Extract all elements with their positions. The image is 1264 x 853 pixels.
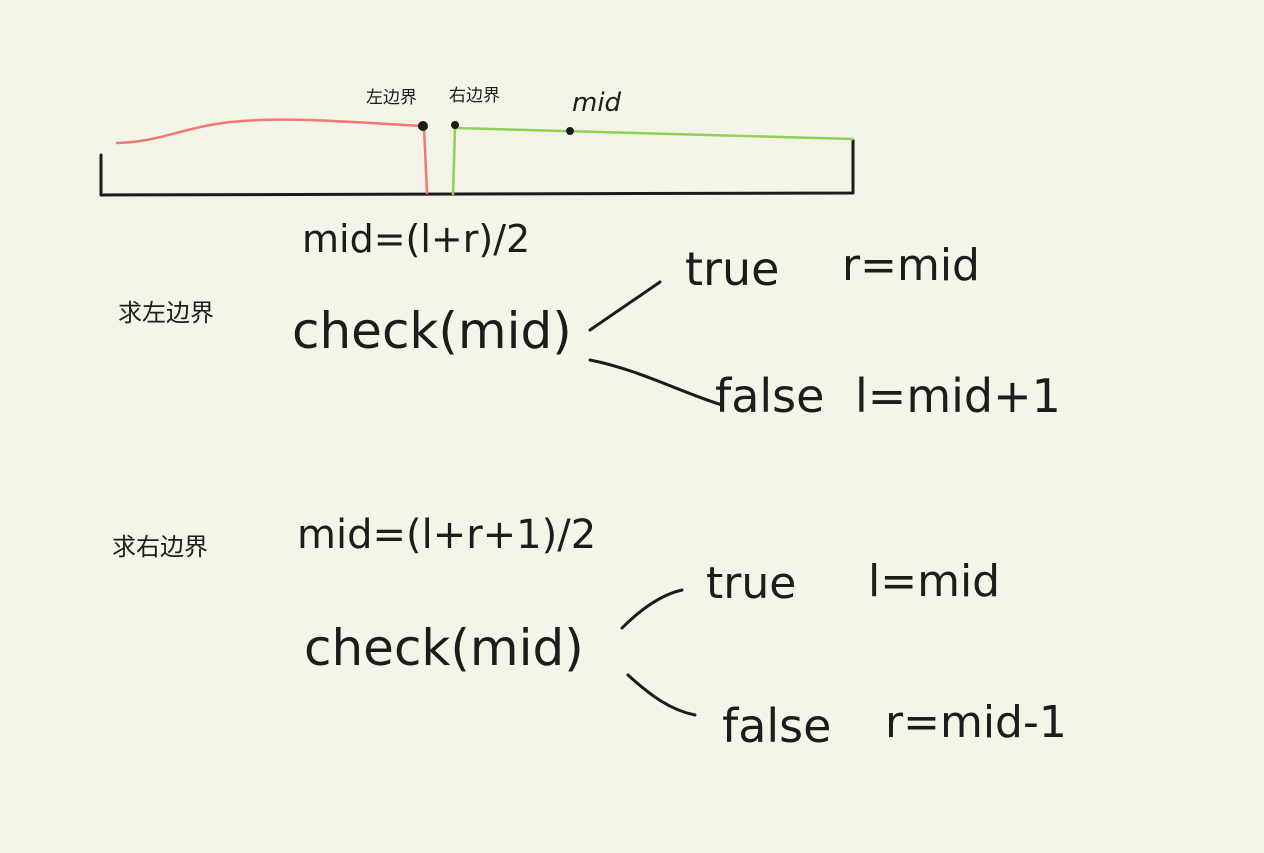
- left-case-mid-formula: mid=(l+r)/2: [302, 217, 530, 261]
- right-case-title: 求右边界: [112, 533, 208, 561]
- left-boundary-point: [418, 121, 428, 131]
- left-region: [115, 118, 429, 195]
- left-false-action: l=mid+1: [855, 369, 1061, 423]
- left-case: mid=(l+r)/2 求左边界 check(mid) true r=mid f…: [118, 217, 1061, 423]
- right-true-branch-line: [620, 588, 684, 630]
- right-false-condition: false: [722, 699, 831, 753]
- right-boundary-label: 右边界: [449, 86, 500, 106]
- mid-point: [566, 127, 574, 135]
- left-region-top-line: [115, 118, 426, 145]
- right-boundary-line: [451, 126, 457, 196]
- left-true-branch-line: [588, 280, 662, 332]
- right-boundary-point: [451, 121, 459, 129]
- right-case-mid-formula: mid=(l+r+1)/2: [297, 512, 596, 558]
- left-true-condition: true: [685, 242, 779, 296]
- mid-label: mid: [572, 88, 622, 118]
- left-case-title: 求左边界: [118, 299, 214, 327]
- right-region-top-line: [453, 126, 855, 141]
- array-bar-outline: [99, 138, 855, 197]
- array-bar: [99, 138, 855, 197]
- left-case-check: check(mid): [292, 302, 572, 360]
- right-true-action: l=mid: [868, 556, 1000, 607]
- left-boundary-line: [422, 126, 429, 195]
- right-false-branch-line: [626, 673, 697, 717]
- left-true-action: r=mid: [842, 240, 980, 291]
- left-boundary-label: 左边界: [366, 88, 417, 108]
- left-false-condition: false: [715, 369, 824, 423]
- left-false-branch-line: [588, 358, 724, 407]
- right-case: 求右边界 mid=(l+r+1)/2 check(mid) true l=mid…: [112, 512, 1067, 753]
- right-region: [451, 126, 855, 196]
- right-case-check: check(mid): [304, 619, 584, 677]
- right-false-action: r=mid-1: [885, 697, 1067, 748]
- right-true-condition: true: [706, 558, 796, 609]
